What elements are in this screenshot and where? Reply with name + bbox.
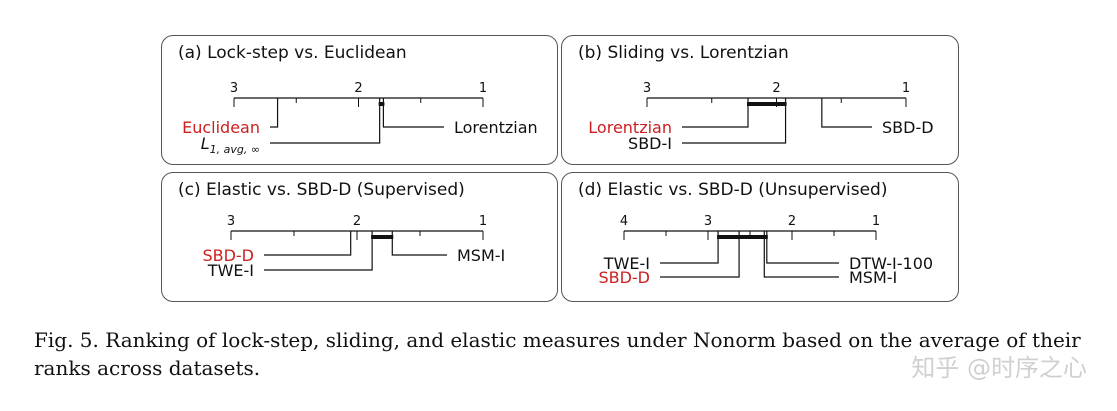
method-connector [270,98,279,128]
method-label: MSM-I [457,246,505,265]
tick-label: 3 [230,81,238,96]
method-connector [660,231,740,278]
method-label: Euclidean [182,118,260,137]
method-label: SBD-I [628,134,672,153]
method-label: SBD-D [598,268,650,287]
method-label: SBD-D [202,246,254,265]
tick-label: 1 [479,214,487,229]
panel-title: (d) Elastic vs. SBD-D (Unsupervised) [578,180,888,200]
method-connector [821,98,872,128]
method-connector [682,98,749,128]
method-connector [682,98,787,144]
watermark: 知乎 @时序之心 [911,354,1087,382]
method-label: Lorentzian [588,118,672,137]
panel-d: (d) Elastic vs. SBD-D (Unsupervised) 4 3 2… [561,172,959,302]
method-connector [766,231,839,264]
method-connector [264,231,373,271]
method-connector [763,231,839,278]
method-label: TWE-I [603,254,650,273]
tick-label: 4 [620,214,628,229]
tick-label: 1 [479,81,487,96]
method-connector [382,98,444,128]
method-label: TWE-I [207,261,254,280]
tick-label: 2 [772,81,780,96]
panel-title: (b) Sliding vs. Lorentzian [578,43,789,63]
method-label: Lorentzian [454,118,538,137]
tick-label: 1 [872,214,880,229]
method-connector [264,231,352,256]
method-label: L1, avg, ∞ [201,134,260,156]
tick-label: 3 [704,214,712,229]
tick-label: 2 [354,81,362,96]
method-label: DTW-I-100 [849,254,933,273]
method-connector [660,231,719,264]
tick-label: 3 [643,81,651,96]
method-label: SBD-D [882,118,934,137]
panel-title: (c) Elastic vs. SBD-D (Supervised) [178,180,465,200]
method-label: MSM-I [849,268,897,287]
figure-caption: Fig. 5. Ranking of lock-step, sliding, a… [34,328,1081,380]
tick-label: 3 [227,214,235,229]
method-connector [391,231,447,256]
tick-label: 2 [788,214,796,229]
tick-label: 1 [902,81,910,96]
panel-title: (a) Lock-step vs. Euclidean [178,43,407,63]
tick-label: 2 [353,214,361,229]
method-connector [270,98,381,144]
